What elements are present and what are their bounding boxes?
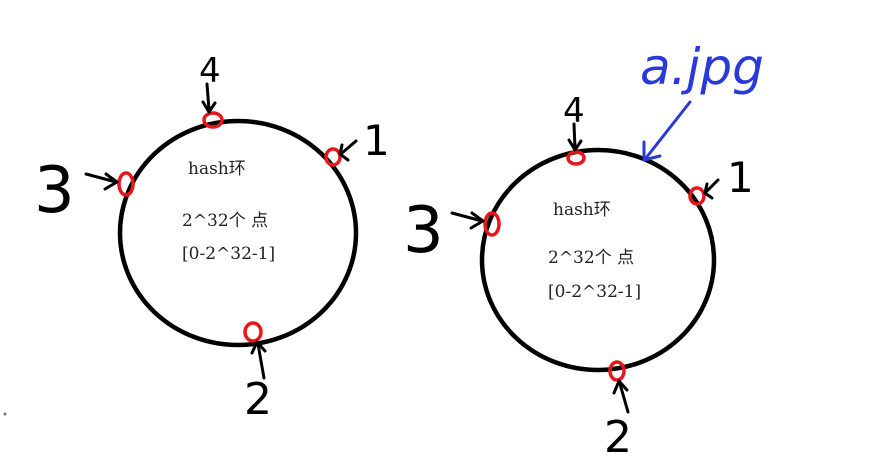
- arrow-to-node-1: [703, 178, 720, 200]
- ring-title: hash环: [188, 159, 246, 179]
- node-label-1: 1: [363, 116, 390, 165]
- node-labels: 4 1 3 2: [34, 51, 390, 425]
- arrow-to-node-3: [450, 211, 485, 230]
- annotation-label: a.jpg: [640, 38, 764, 96]
- arrow-to-node-3: [84, 172, 119, 191]
- ring-point-count: 2^32个 点: [548, 248, 634, 268]
- node-marker-2: [243, 321, 263, 343]
- node-marker-4: [202, 111, 224, 129]
- hash-ring-right: hash环 2^32个 点 [0-2^32-1] 4 1 3 2 a.jpg: [403, 38, 764, 463]
- ring-point-count: 2^32个 点: [182, 211, 268, 231]
- annotation-a-jpg: a.jpg: [640, 38, 764, 162]
- hash-ring-left: hash环 2^32个 点 [0-2^32-1] 4 1 3 2: [34, 51, 390, 425]
- stray-dot: [3, 412, 7, 416]
- node-marker-1: [324, 147, 342, 167]
- node-label-2: 2: [244, 374, 272, 425]
- node-label-3: 3: [34, 154, 75, 228]
- arrow-to-node-4: [567, 122, 583, 152]
- ring-center-text: hash环 2^32个 点 [0-2^32-1]: [182, 159, 275, 264]
- node-marker-1: [688, 186, 706, 206]
- node-label-2: 2: [604, 412, 632, 463]
- node-label-1: 1: [727, 153, 754, 202]
- node-marker-4: [566, 150, 586, 166]
- arrow-to-node-1: [338, 139, 358, 162]
- ring-circle: [117, 118, 359, 348]
- node-label-4: 4: [563, 91, 585, 131]
- ring-title: hash环: [553, 200, 611, 220]
- ring-range: [0-2^32-1]: [548, 282, 641, 302]
- arrow-to-node-2: [250, 340, 267, 380]
- arrow-to-node-2: [612, 379, 630, 414]
- ring-circle: [479, 147, 717, 373]
- arrow-to-node-4: [201, 82, 217, 114]
- node-marker-3: [117, 171, 135, 197]
- ring-center-text: hash环 2^32个 点 [0-2^32-1]: [548, 200, 641, 302]
- node-labels: 4 1 3 2: [403, 91, 754, 463]
- node-label-4: 4: [199, 51, 221, 91]
- annotation-arrow: [642, 100, 692, 162]
- node-marker-2: [608, 360, 626, 382]
- node-marker-3: [483, 211, 501, 237]
- node-label-3: 3: [403, 194, 444, 268]
- ring-range: [0-2^32-1]: [182, 244, 275, 264]
